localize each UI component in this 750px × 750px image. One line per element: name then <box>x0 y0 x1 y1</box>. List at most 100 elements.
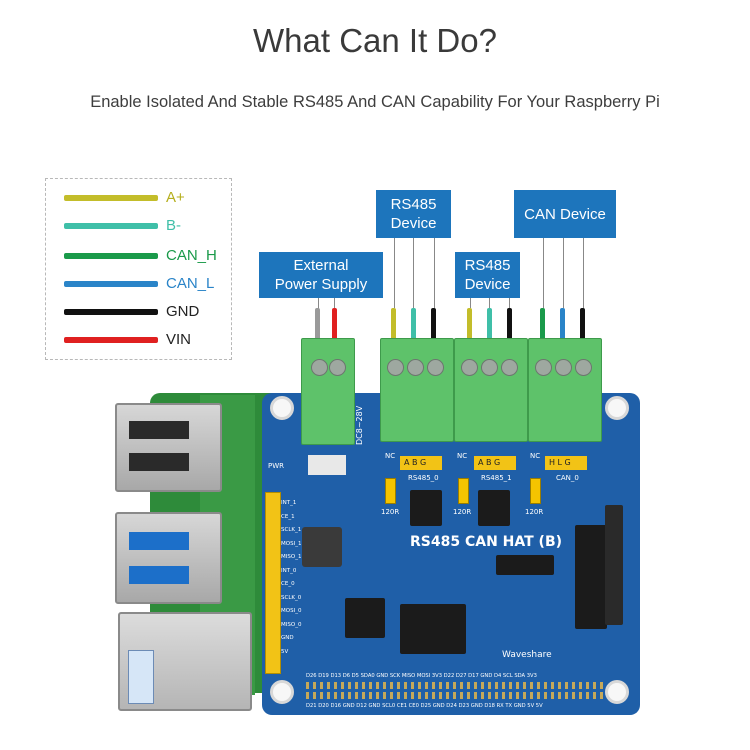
gnd-power-wire <box>315 308 320 353</box>
port-label-rs485-0: RS485_0 <box>408 474 439 482</box>
gnd-wire <box>580 308 585 352</box>
resistor-label: 120R <box>381 508 400 516</box>
board-name-label: RS485 CAN HAT (B) <box>410 534 563 550</box>
jumper-nc-label: NC <box>385 452 396 460</box>
b-minus-wire <box>487 308 492 352</box>
capacitor <box>308 455 346 475</box>
ethernet-port <box>118 612 252 711</box>
external-power-callout: External Power Supply <box>259 252 383 298</box>
terminal-screw <box>461 359 478 376</box>
legend-wire-swatch <box>64 253 158 259</box>
legend-item-b-minus: B- <box>46 216 231 236</box>
power-voltage-label: DC8~28V <box>355 405 364 445</box>
pin-label: MISO_1 <box>281 554 302 560</box>
mounting-hole <box>270 680 294 704</box>
pin-label: SCLK_0 <box>281 594 302 601</box>
pin-label: CE_0 <box>281 581 295 587</box>
spi-pin-header <box>265 492 281 674</box>
can-h-wire <box>540 308 545 352</box>
pin-label: CE_1 <box>281 513 295 520</box>
pin-label: 5V <box>281 648 289 655</box>
termination-jumper <box>458 478 469 504</box>
can-0-pin-header <box>545 456 587 470</box>
legend-wire-swatch <box>64 309 158 315</box>
terminal-screw <box>575 359 592 376</box>
left-pin-labels: INT_1 CE_1 SCLK_1 MOSI_1 MISO_1 INT_0 CE… <box>281 497 311 659</box>
gnd-wire <box>507 308 512 352</box>
leader-line <box>543 238 544 308</box>
gpio-pin-row <box>306 692 606 699</box>
termination-jumper <box>530 478 541 504</box>
port-label-rs485-1: RS485_1 <box>481 474 512 482</box>
inductor <box>302 527 342 567</box>
brand-label: Waveshare <box>502 650 552 660</box>
leader-line <box>334 298 335 310</box>
gpio-top-labels: D26 D19 D13 D6 D5 SDA0 GND SCK MISO MOSI… <box>306 673 537 679</box>
rs485-0-pin-header <box>400 456 442 470</box>
ethernet-label-sticker <box>128 650 154 704</box>
legend-wire-swatch <box>64 223 158 229</box>
usb3-slot <box>129 532 189 550</box>
gnd-wire <box>431 308 436 352</box>
terminal-screw <box>387 359 404 376</box>
mounting-hole <box>605 396 629 420</box>
leader-line <box>394 238 395 308</box>
a-plus-wire <box>467 308 472 352</box>
usb3-slot <box>129 566 189 584</box>
page-subtitle: Enable Isolated And Stable RS485 And CAN… <box>90 93 660 111</box>
pin-label: MOSI_0 <box>281 608 302 614</box>
legend-wire-swatch <box>64 337 158 343</box>
port-label-can-0: CAN_0 <box>556 474 579 482</box>
mounting-hole <box>605 680 629 704</box>
legend-label: A+ <box>166 189 185 206</box>
b-minus-wire <box>411 308 416 352</box>
ic-chip <box>478 490 510 526</box>
gpio-pin-row <box>306 682 606 689</box>
port-pins-label: A B G <box>404 458 427 467</box>
legend-item-gnd: GND <box>46 302 231 322</box>
can-l-wire <box>560 308 565 352</box>
ic-chip <box>410 490 442 526</box>
leader-line <box>563 238 564 308</box>
legend-label: CAN_L <box>166 275 215 292</box>
can-0-terminal-block <box>528 338 602 442</box>
leader-line <box>318 298 319 310</box>
legend-wire-swatch <box>64 195 158 201</box>
terminal-screw <box>501 359 518 376</box>
gpio-bottom-labels: D21 D20 D16 GND D12 GND SCL0 CE1 CE0 D25… <box>306 703 543 709</box>
page-title: What Can It Do? <box>253 22 497 59</box>
legend-wire-swatch <box>64 281 158 287</box>
connector <box>605 505 623 625</box>
terminal-screw <box>555 359 572 376</box>
legend-item-can-l: CAN_L <box>46 274 231 294</box>
pin-label: MISO_0 <box>281 621 302 628</box>
resistor-label: 120R <box>453 508 472 516</box>
terminal-screw <box>329 359 346 376</box>
leader-line <box>583 238 584 308</box>
leader-line <box>470 298 471 308</box>
legend-item-can-h: CAN_H <box>46 246 231 266</box>
legend-label: VIN <box>166 331 192 348</box>
leader-line <box>509 298 510 308</box>
port-pins-label: H L G <box>549 458 571 467</box>
callout-label: RS485 Device <box>464 257 511 293</box>
power-terminal-block <box>301 338 355 445</box>
pin-label: INT_1 <box>281 500 297 506</box>
usb-slot <box>129 453 189 471</box>
mounting-hole <box>270 396 294 420</box>
pwr-label: PWR <box>268 462 285 470</box>
can-controller-chip <box>400 604 466 654</box>
terminal-screw <box>311 359 328 376</box>
a-plus-wire <box>391 308 396 352</box>
terminal-screw <box>427 359 444 376</box>
jumper-nc-label: NC <box>530 452 541 460</box>
rs485-1-pin-header <box>474 456 516 470</box>
rs485-0-terminal-block <box>380 338 454 442</box>
terminal-screw <box>481 359 498 376</box>
leader-line <box>413 238 414 308</box>
legend-label: B- <box>166 217 181 234</box>
wire-legend: A+ B- CAN_H CAN_L GND VIN <box>45 178 232 360</box>
usb-slot <box>129 421 189 439</box>
callout-label: RS485 Device <box>390 196 437 232</box>
rs485-device-callout-1: RS485 Device <box>376 190 451 238</box>
